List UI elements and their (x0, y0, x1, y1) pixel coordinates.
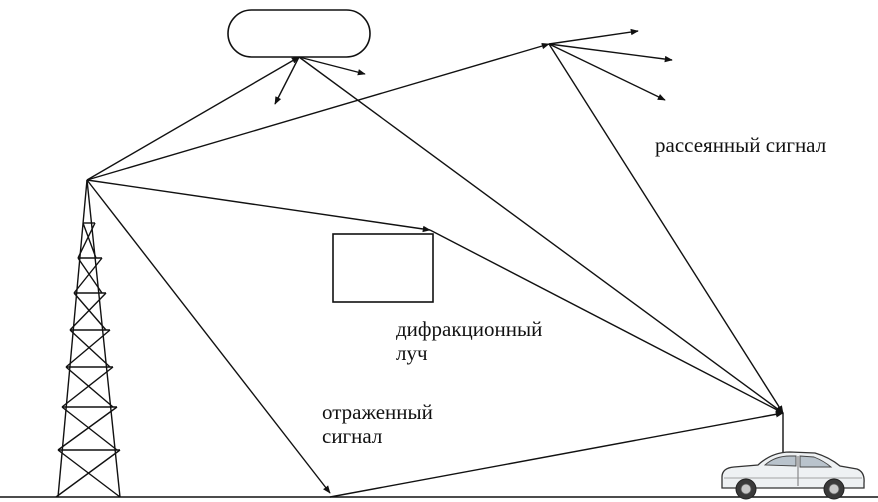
scatter-ray (274, 56, 300, 105)
scattered-signal-label: рассеянный сигнал (655, 133, 827, 157)
scatter-ray (548, 43, 666, 101)
path-scatter-point-to-car (548, 43, 784, 414)
scatter-ray (298, 56, 366, 76)
path-tower-to-scatter-point (86, 42, 550, 181)
reflected-signal-label: отраженный сигнал (322, 400, 433, 448)
reflected-signal-label-line1: отраженный (322, 400, 433, 424)
path-scatterer-to-car (298, 56, 784, 414)
path-tower-to-scatterer (86, 56, 300, 181)
path-tower-to-diffraction-edge (86, 179, 431, 233)
path-tower-to-ground-reflection (86, 179, 331, 494)
scatter-ray (548, 43, 673, 63)
diffraction-beam-label-line2: луч (396, 341, 428, 365)
scatter-ray (548, 28, 639, 45)
diffraction-obstacle (332, 233, 434, 303)
diffraction-beam-label: дифракционный луч (396, 317, 542, 365)
reflected-signal-label-line2: сигнал (322, 424, 383, 448)
path-diffraction-to-car (429, 229, 784, 414)
car-icon (721, 451, 865, 500)
scatterer-shape (227, 9, 371, 58)
tower-icon (55, 179, 121, 498)
diffraction-beam-label-line1: дифракционный (396, 317, 543, 341)
path-reflection-to-car (329, 411, 784, 498)
